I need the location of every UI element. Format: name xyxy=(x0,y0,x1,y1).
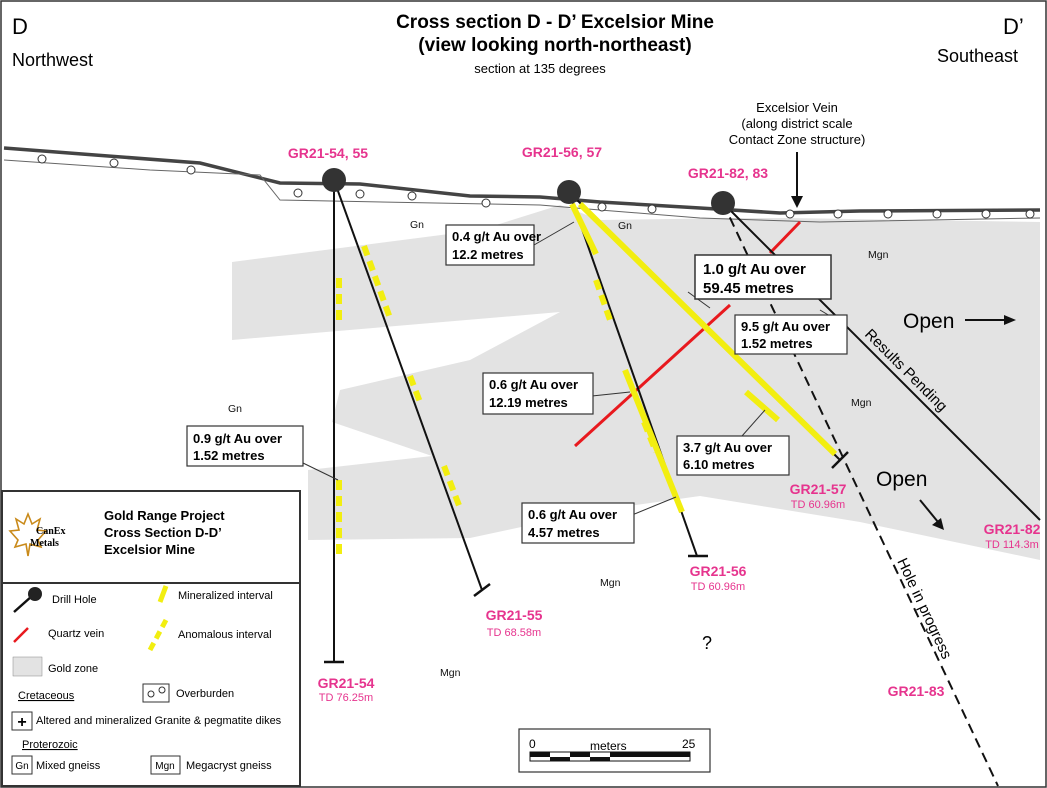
interval-3-length: 1.52 metres xyxy=(741,336,813,351)
collar-label-82-83: GR21-82, 83 xyxy=(688,165,768,181)
granite-symbol-icon: + xyxy=(17,714,26,731)
legend-gn-desc: Mixed gneiss xyxy=(36,760,101,772)
scale-unit: meters xyxy=(590,739,627,753)
interval-1-length: 12.2 metres xyxy=(452,247,524,262)
open-label-1: Open xyxy=(903,310,954,333)
hole-label-56: GR21-56 xyxy=(690,563,747,579)
canex-logo-icon xyxy=(8,511,48,557)
overburden-symbol-icon xyxy=(142,683,170,703)
legend-panel: CanEx Metals Gold Range Project Cross Se… xyxy=(1,490,301,787)
vein-note-line3: Contact Zone structure) xyxy=(729,132,866,147)
anomalous-intervals xyxy=(336,244,659,556)
legend-gold-zone: Gold zone xyxy=(48,663,98,675)
logo-line1: CanEx xyxy=(36,526,65,537)
open-arrowhead-2 xyxy=(932,518,944,530)
diagram-title-line2: (view looking north-northeast) xyxy=(418,35,691,56)
interval-box-7: 0.6 g/t Au over 4.57 metres xyxy=(521,502,635,544)
interval-box-2: 1.0 g/t Au over 59.45 metres xyxy=(694,254,832,300)
interval-3-grade: 9.5 g/t Au over xyxy=(741,319,830,334)
scale-zero: 0 xyxy=(529,737,536,751)
vein-note-line2: (along district scale xyxy=(741,116,852,131)
legend-mgn-symbol: Mgn xyxy=(155,761,174,772)
hole-label-55: GR21-55 xyxy=(486,607,543,623)
rock-label-mgn-3: Mgn xyxy=(600,577,621,589)
interval-7-grade: 0.6 g/t Au over xyxy=(528,507,617,522)
hole-td-55: TD 68.58m xyxy=(487,627,541,639)
interval-6-grade: 3.7 g/t Au over xyxy=(683,440,772,455)
legend-cretaceous: Cretaceous xyxy=(18,690,75,702)
rock-label-mgn-1: Mgn xyxy=(868,249,889,261)
logo-line2: Metals xyxy=(30,538,59,549)
scale-bar: 0 meters 25 xyxy=(518,728,711,773)
interval-box-3: 9.5 g/t Au over 1.52 metres xyxy=(734,314,848,355)
overburden-base xyxy=(3,159,1041,223)
section-end-letter: D’ xyxy=(1003,14,1024,39)
interval-5-grade: 0.9 g/t Au over xyxy=(193,431,282,446)
legend-overburden: Overburden xyxy=(176,688,234,700)
mineralized-symbol-icon xyxy=(157,585,169,603)
northwest-label: Northwest xyxy=(12,50,93,70)
hole-td-57: TD 60.96m xyxy=(791,499,845,511)
drill-hole-symbol-icon xyxy=(28,587,42,601)
legend-project-line3: Excelsior Mine xyxy=(104,542,195,557)
scale-max: 25 xyxy=(682,737,696,751)
hole-end-ticks xyxy=(324,451,849,664)
interval-1-grade: 0.4 g/t Au over xyxy=(452,229,541,244)
unknown-marker: ? xyxy=(702,633,712,653)
quartz-vein-symbol-icon xyxy=(13,627,29,643)
hole-label-54: GR21-54 xyxy=(318,675,375,691)
hole-83-trace xyxy=(722,202,999,787)
interval-6-length: 6.10 metres xyxy=(683,457,755,472)
rock-label-gn-1: Gn xyxy=(410,219,424,231)
vein-arrowhead xyxy=(791,196,803,208)
overburden-circles xyxy=(37,154,1035,219)
interval-box-1: 0.4 g/t Au over 12.2 metres xyxy=(445,224,541,266)
legend-gn-symbol: Gn xyxy=(15,761,28,772)
hole-td-82: TD 114.3m xyxy=(985,539,1039,551)
diagram-title: Cross section D - D’ Excelsior Mine xyxy=(396,12,714,33)
interval-5-length: 1.52 metres xyxy=(193,448,265,463)
legend-granite: Altered and mineralized Granite & pegmat… xyxy=(36,715,282,727)
interval-4-length: 12.19 metres xyxy=(489,395,568,410)
interval-4-grade: 0.6 g/t Au over xyxy=(489,377,578,392)
open-label-2: Open xyxy=(876,468,927,491)
rock-label-mgn-4: Mgn xyxy=(440,667,461,679)
gold-zone-swatch xyxy=(12,656,43,677)
open-arrowhead-1 xyxy=(1004,315,1016,325)
collar-label-56-57: GR21-56, 57 xyxy=(522,144,602,160)
rock-label-gn-3: Gn xyxy=(228,403,242,415)
legend-drill-hole: Drill Hole xyxy=(52,594,97,606)
interval-2-grade: 1.0 g/t Au over xyxy=(703,261,806,278)
hole-label-83: GR21-83 xyxy=(888,683,945,699)
legend-anomalous: Anomalous interval xyxy=(178,629,272,641)
anomalous-symbol-icon xyxy=(147,618,169,652)
collar-label-54-55: GR21-54, 55 xyxy=(288,145,368,161)
diagram-subtitle: section at 135 degrees xyxy=(474,61,606,76)
interval-7-length: 4.57 metres xyxy=(528,525,600,540)
legend-proterozoic: Proterozoic xyxy=(22,739,78,751)
interval-box-5: 0.9 g/t Au over 1.52 metres xyxy=(186,425,304,467)
legend-quartz-vein: Quartz vein xyxy=(48,628,104,640)
interval-box-4: 0.6 g/t Au over 12.19 metres xyxy=(482,372,594,415)
hole-td-56: TD 60.96m xyxy=(691,581,745,593)
drill-collars xyxy=(322,168,735,215)
legend-mgn-desc: Megacryst gneiss xyxy=(186,760,272,772)
interval-box-6: 3.7 g/t Au over 6.10 metres xyxy=(676,435,790,476)
hole-label-57: GR21-57 xyxy=(790,481,847,497)
interval-2-length: 59.45 metres xyxy=(703,280,794,297)
legend-project-line1: Gold Range Project xyxy=(104,508,225,523)
open-arrow-2 xyxy=(919,499,939,523)
rock-label-gn-2: Gn xyxy=(618,220,632,232)
southeast-label: Southeast xyxy=(937,46,1018,66)
vein-note-line1: Excelsior Vein xyxy=(756,100,838,115)
legend-project-line2: Cross Section D-D’ xyxy=(104,525,222,540)
hole-td-54: TD 76.25m xyxy=(319,692,373,704)
section-start-letter: D xyxy=(12,14,28,39)
legend-mineralized: Mineralized interval xyxy=(178,590,273,602)
rock-label-mgn-2: Mgn xyxy=(851,397,872,409)
hole-label-82: GR21-82 xyxy=(984,521,1041,537)
